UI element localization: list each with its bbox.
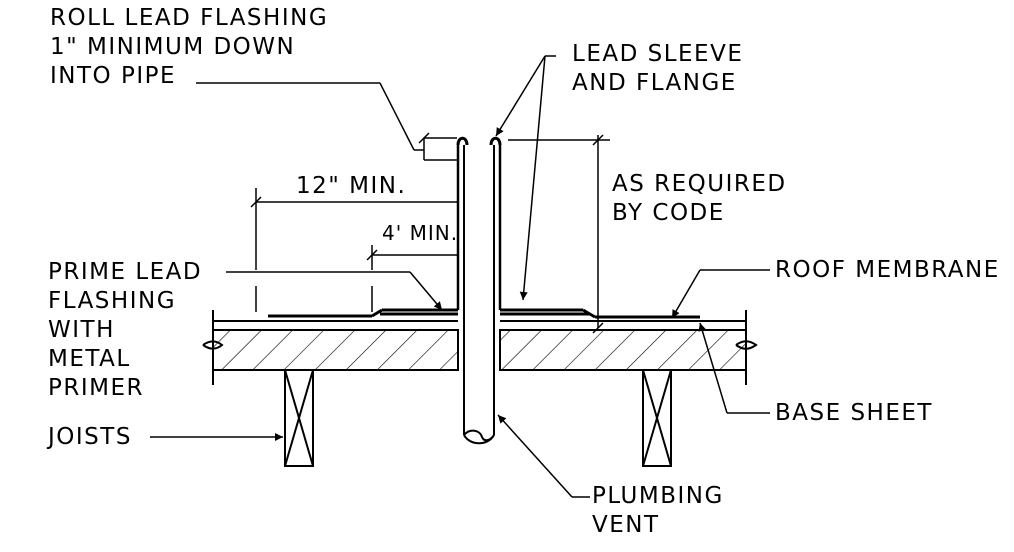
as-required-label: AS REQUIRED BY CODE	[612, 171, 787, 226]
roof-deck-right	[499, 329, 747, 371]
dimension-12-label: 12" MIN.	[296, 173, 407, 199]
break-mark-left	[202, 340, 224, 350]
lead-sleeve-label: LEAD SLEEVE AND FLANGE	[572, 41, 744, 96]
break-mark-right	[735, 340, 758, 350]
dimension-4-min	[366, 245, 457, 312]
roll-lead-flashing-label: ROLL LEAD FLASHING 1" MINIMUM DOWN INTO …	[50, 5, 329, 89]
lead-sleeve-leaders	[495, 55, 556, 301]
joists-label: JOISTS	[48, 424, 132, 450]
dimension-as-required	[508, 134, 610, 334]
prime-lead-label: PRIME LEAD FLASHING WITH METAL PRIMER	[48, 259, 203, 401]
lead-flange-right	[500, 308, 700, 319]
joist-left	[284, 369, 314, 467]
plumbing-vent-label: PLUMBING VENT	[592, 483, 724, 538]
dimension-12-min	[250, 188, 457, 312]
base-sheet-label: BASE SHEET	[775, 400, 933, 426]
joist-right	[642, 369, 672, 467]
roof-membrane-label: ROOF MEMBRANE	[775, 257, 1000, 283]
roof-deck-left	[212, 329, 459, 371]
dimension-4-label: 4' MIN.	[382, 221, 459, 245]
roll-lead-leader	[196, 82, 457, 161]
lead-flange-left	[268, 308, 458, 318]
plumbing-vent-pipe	[456, 136, 502, 445]
